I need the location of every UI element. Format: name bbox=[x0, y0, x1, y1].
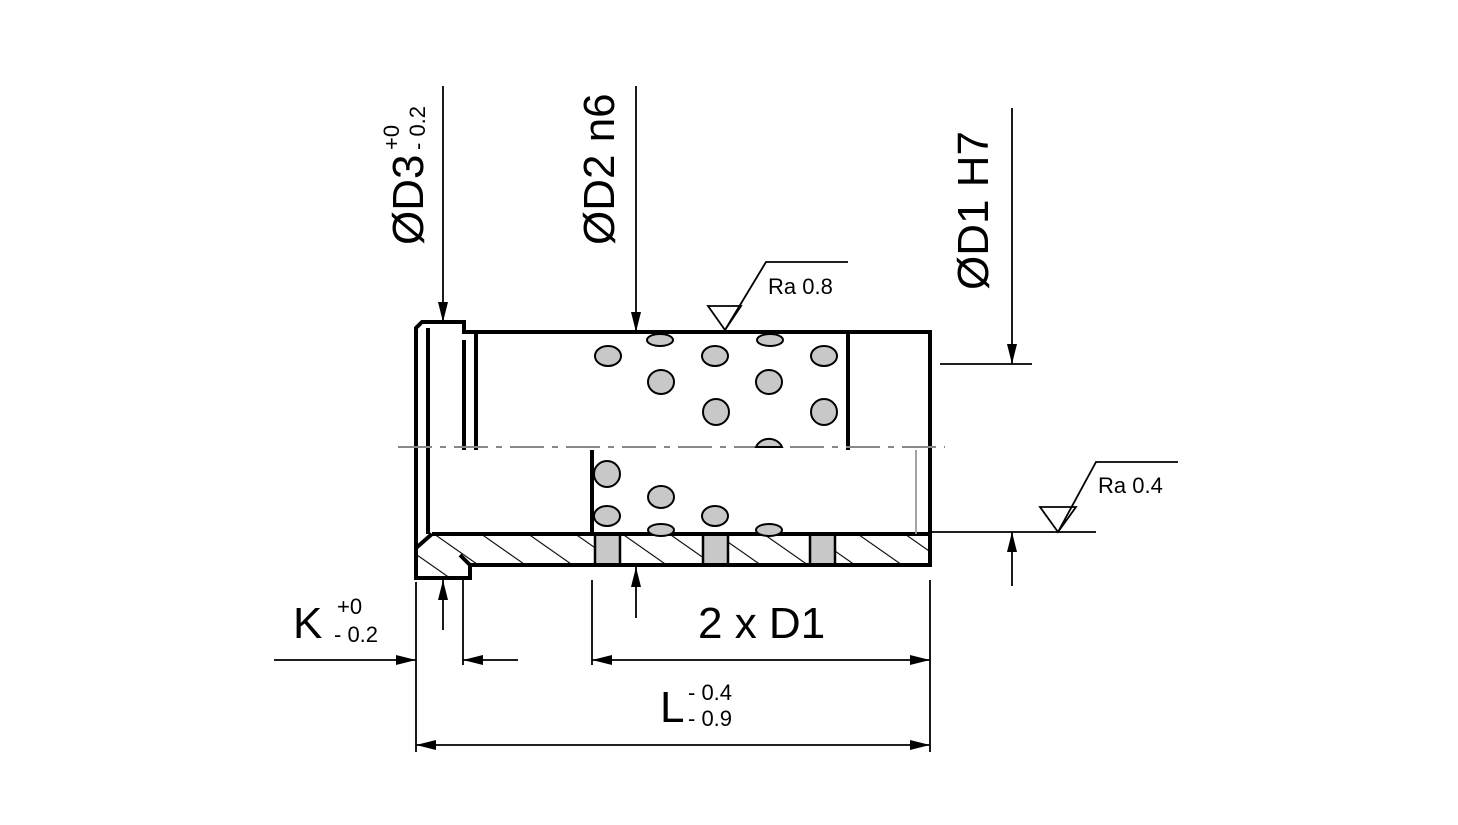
bushing-outline bbox=[414, 320, 932, 580]
dim-d2: ØD2 n6 bbox=[575, 86, 641, 618]
l-tol-upper: - 0.4 bbox=[688, 680, 732, 705]
plug-section-1 bbox=[593, 532, 622, 567]
dim-d3: ØD3 +0 - 0.2 bbox=[379, 86, 448, 630]
d3-tol-lower: - 0.2 bbox=[405, 106, 430, 150]
l-tol-lower: - 0.9 bbox=[688, 706, 732, 731]
d3-label: ØD3 bbox=[384, 155, 433, 245]
dim-d1: ØD1 H7 bbox=[930, 108, 1096, 586]
plug-section-2 bbox=[701, 532, 730, 567]
groove-length-label: 2 x D1 bbox=[698, 599, 825, 648]
ra-inner-label: Ra 0.4 bbox=[1098, 473, 1163, 498]
plug-section-3 bbox=[808, 532, 837, 567]
k-tol-lower: - 0.2 bbox=[334, 622, 378, 647]
k-tol-upper: +0 bbox=[337, 594, 362, 619]
dim-l: L - 0.4 - 0.9 bbox=[416, 680, 930, 750]
l-label: L bbox=[660, 683, 684, 732]
surface-finish-inner: Ra 0.4 bbox=[1038, 461, 1178, 534]
d1-label: ØD1 H7 bbox=[949, 131, 998, 290]
hatched-wall-section bbox=[416, 532, 930, 578]
ra-outer-label: Ra 0.8 bbox=[768, 274, 833, 299]
k-label: K bbox=[293, 599, 322, 648]
surface-finish-outer: Ra 0.8 bbox=[706, 261, 848, 332]
d3-tol-upper: +0 bbox=[379, 125, 404, 150]
dim-k: K +0 - 0.2 bbox=[274, 580, 518, 752]
dim-groove-length: 2 x D1 bbox=[591, 580, 931, 752]
d2-label: ØD2 n6 bbox=[575, 93, 624, 245]
graphite-plugs bbox=[593, 333, 838, 537]
